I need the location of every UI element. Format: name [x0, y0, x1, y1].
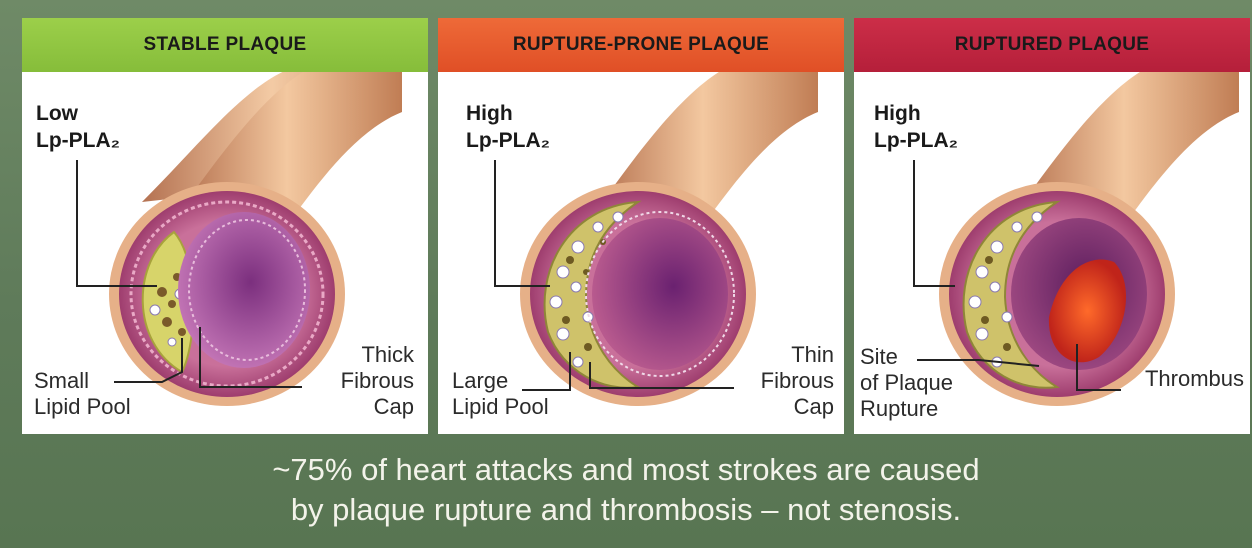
lp-pla2-level-label: High Lp-PLA₂: [874, 100, 958, 154]
right-label-line: Cap: [341, 394, 414, 420]
panel-rupture-prone-plaque: RUPTURE-PRONE PLAQUE: [438, 18, 844, 434]
caption-line-1: ~75% of heart attacks and most strokes a…: [0, 450, 1252, 490]
panel-title: STABLE PLAQUE: [144, 34, 307, 56]
panel-title: RUPTURED PLAQUE: [955, 34, 1150, 56]
right-label-line: Fibrous: [341, 368, 414, 394]
right-label-line: Thick: [341, 342, 414, 368]
right-label-line: Thin: [761, 342, 834, 368]
caption-line-2: by plaque rupture and thrombosis – not s…: [0, 490, 1252, 530]
left-label-line: Large: [452, 368, 549, 394]
right-label-line: Fibrous: [761, 368, 834, 394]
lp-pla2-level-label: Low Lp-PLA₂: [36, 100, 120, 154]
level-word: High: [874, 100, 958, 127]
left-label: Small Lipid Pool: [34, 368, 131, 420]
left-label: Large Lipid Pool: [452, 368, 549, 420]
level-word: Low: [36, 100, 120, 127]
level-word: High: [466, 100, 550, 127]
panel-ruptured-plaque: RUPTURED PLAQUE: [854, 18, 1250, 434]
left-label-line: Rupture: [860, 396, 953, 422]
level-analyte: Lp-PLA₂: [36, 127, 120, 154]
panel-title: RUPTURE-PRONE PLAQUE: [513, 34, 769, 56]
level-analyte: Lp-PLA₂: [874, 127, 958, 154]
left-label-line: Small: [34, 368, 131, 394]
right-label-line: Thrombus: [1145, 366, 1244, 392]
left-label-line: Site: [860, 344, 953, 370]
left-label-line: Lipid Pool: [452, 394, 549, 420]
left-label: Site of Plaque Rupture: [860, 344, 953, 422]
panel-header: RUPTURE-PRONE PLAQUE: [438, 18, 844, 72]
left-label-line: of Plaque: [860, 370, 953, 396]
lp-pla2-level-label: High Lp-PLA₂: [466, 100, 550, 154]
panel-header: RUPTURED PLAQUE: [854, 18, 1250, 72]
panel-header: STABLE PLAQUE: [22, 18, 428, 72]
level-analyte: Lp-PLA₂: [466, 127, 550, 154]
panel-stable-plaque: STABLE PLAQUE: [22, 18, 428, 434]
right-label: Thick Fibrous Cap: [341, 342, 414, 420]
right-label-line: Cap: [761, 394, 834, 420]
right-label: Thin Fibrous Cap: [761, 342, 834, 420]
left-label-line: Lipid Pool: [34, 394, 131, 420]
caption: ~75% of heart attacks and most strokes a…: [0, 450, 1252, 530]
right-label: Thrombus: [1145, 366, 1244, 392]
